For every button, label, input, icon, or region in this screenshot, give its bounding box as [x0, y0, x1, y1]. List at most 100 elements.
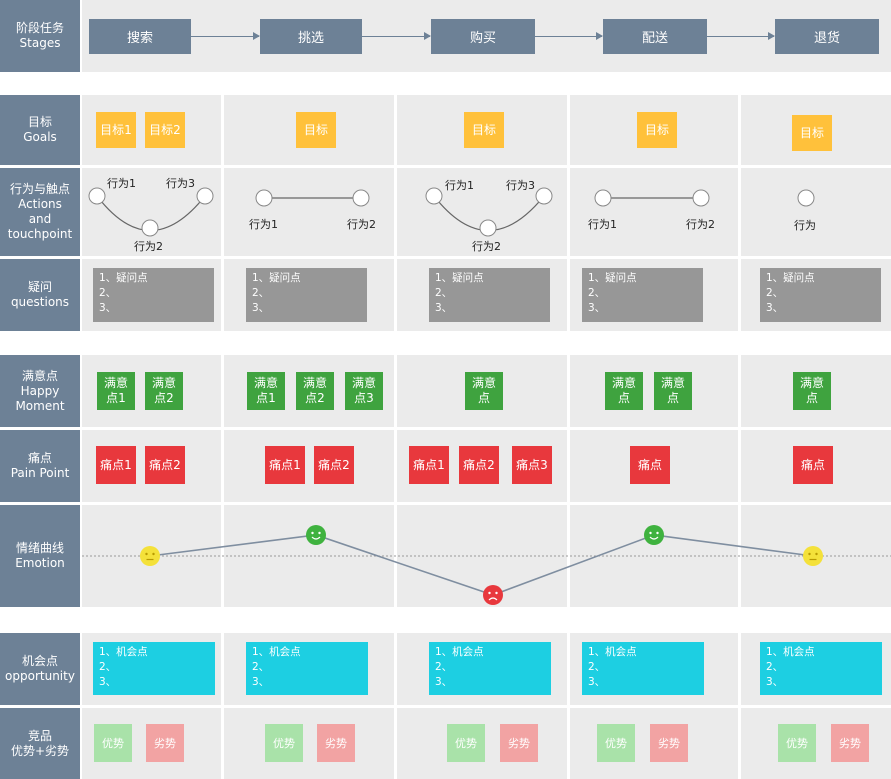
stage-return: 退货 — [775, 19, 879, 54]
row-label-zh: 疑问 — [27, 280, 52, 294]
opportunity-line: 3、 — [435, 676, 453, 688]
row-label-en: Goals — [23, 130, 57, 144]
question-line: 2、 — [588, 287, 606, 299]
advantage-box: 优势 — [265, 724, 303, 762]
happy-text: 满意 — [660, 376, 685, 390]
row-label-en: opportunity — [5, 669, 75, 683]
grid-cell — [741, 505, 891, 607]
opportunity-card: 1、机会点 2、 3、 — [246, 642, 368, 695]
disadvantage-box: 劣势 — [831, 724, 869, 762]
row-label-zh: 情绪曲线 — [15, 541, 64, 555]
stage-search: 搜索 — [89, 19, 191, 54]
pain-box: 痛点2 — [459, 446, 499, 484]
stage-buy: 购买 — [431, 19, 535, 54]
happy-text: 满意 — [253, 376, 278, 390]
row-label-emotion: 情绪曲线 Emotion — [0, 505, 80, 607]
row-label-en: Actions — [18, 197, 62, 211]
grid-cell — [741, 168, 891, 256]
question-line: 1、疑问点 — [588, 272, 637, 284]
happy-box: 满意点2 — [145, 372, 183, 410]
row-label-zh: 阶段任务 — [15, 21, 64, 35]
questions-card: 1、疑问点 2、 3、 — [246, 268, 367, 322]
opportunity-line: 3、 — [588, 676, 606, 688]
goal-box: 目标 — [637, 112, 677, 148]
row-label-zh: 行为与触点 — [9, 182, 70, 196]
disadvantage-box: 劣势 — [317, 724, 355, 762]
questions-card: 1、疑问点 2、 3、 — [93, 268, 214, 322]
grid-cell — [397, 505, 567, 607]
happy-text: 满意 — [302, 376, 327, 390]
happy-text: 点1 — [106, 391, 126, 405]
row-label-en: touchpoint — [7, 227, 73, 241]
row-label-actions: 行为与触点 Actions and touchpoint — [0, 168, 80, 256]
goal-box: 目标1 — [96, 112, 136, 148]
question-line: 1、疑问点 — [766, 272, 815, 284]
happy-text: 点2 — [154, 391, 174, 405]
row-label-en: Emotion — [15, 556, 65, 570]
pain-box: 痛点 — [793, 446, 833, 484]
happy-box: 满意点 — [605, 372, 643, 410]
question-line: 3、 — [99, 302, 117, 314]
grid-cell — [224, 505, 394, 607]
row-label-opportunity: 机会点 opportunity — [0, 633, 80, 705]
advantage-box: 优势 — [597, 724, 635, 762]
stage-arrow — [535, 32, 603, 40]
grid-cell — [224, 708, 394, 779]
row-label-zh: 竞品 — [27, 728, 52, 743]
question-line: 2、 — [99, 287, 117, 299]
goal-box: 目标2 — [145, 112, 185, 148]
opportunity-line: 2、 — [588, 661, 606, 673]
stage-arrow — [191, 32, 260, 40]
opportunity-line: 1、机会点 — [588, 646, 637, 658]
pain-box: 痛点3 — [512, 446, 552, 484]
stage-arrow — [707, 32, 775, 40]
question-line: 3、 — [588, 302, 606, 314]
stage-delivery: 配送 — [603, 19, 707, 54]
happy-box: 满意点 — [793, 372, 831, 410]
advantage-box: 优势 — [778, 724, 816, 762]
pain-box: 痛点2 — [145, 446, 185, 484]
grid-cell — [570, 505, 738, 607]
row-label-pain: 痛点 Pain Point — [0, 430, 80, 502]
goal-box: 目标 — [792, 115, 832, 151]
grid-cell — [397, 168, 567, 256]
happy-text: 满意 — [799, 376, 824, 390]
happy-text: 点2 — [305, 391, 325, 405]
happy-text: 点 — [477, 391, 490, 405]
stage-select: 挑选 — [260, 19, 362, 54]
opportunity-line: 1、机会点 — [766, 646, 815, 658]
happy-box: 满意点3 — [345, 372, 383, 410]
row-label-zh: 满意点 — [21, 368, 58, 383]
row-label-competitor: 竞品 优势+劣势 — [0, 708, 80, 779]
opportunity-card: 1、机会点 2、 3、 — [429, 642, 551, 695]
question-line: 2、 — [252, 287, 270, 299]
opportunity-line: 2、 — [435, 661, 453, 673]
row-label-zh: 痛点 — [27, 451, 52, 465]
disadvantage-box: 劣势 — [146, 724, 184, 762]
grid-cell — [82, 505, 221, 607]
opportunity-line: 3、 — [766, 676, 784, 688]
pain-box: 痛点1 — [96, 446, 136, 484]
question-line: 1、疑问点 — [252, 272, 301, 284]
pain-box: 痛点1 — [409, 446, 449, 484]
pain-box: 痛点 — [630, 446, 670, 484]
happy-box: 满意点 — [465, 372, 503, 410]
row-label-en: and — [28, 212, 52, 226]
happy-box: 满意点 — [654, 372, 692, 410]
row-label-en: Happy — [20, 383, 60, 398]
advantage-box: 优势 — [447, 724, 485, 762]
row-label-zh: 目标 — [27, 115, 52, 129]
happy-text: 点 — [666, 391, 679, 405]
happy-text: 满意 — [103, 376, 128, 390]
questions-card: 1、疑问点 2、 3、 — [760, 268, 881, 322]
goal-box: 目标 — [464, 112, 504, 148]
row-label-goals: 目标 Goals — [0, 95, 80, 165]
row-label-zh: 机会点 — [21, 654, 58, 668]
disadvantage-box: 劣势 — [650, 724, 688, 762]
happy-box: 满意点2 — [296, 372, 334, 410]
row-label-en: 优势+劣势 — [10, 743, 70, 758]
grid-cell — [224, 430, 394, 502]
question-line: 1、疑问点 — [435, 272, 484, 284]
opportunity-line: 1、机会点 — [99, 646, 148, 658]
grid-cell — [224, 168, 394, 256]
